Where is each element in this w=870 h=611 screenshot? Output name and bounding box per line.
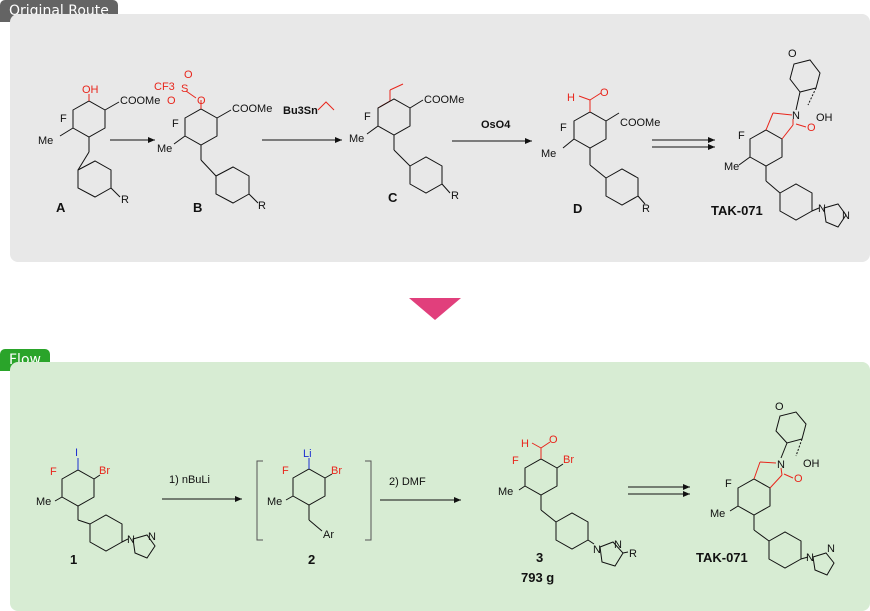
b-oxo-2: O (167, 95, 176, 107)
bracket-right (365, 460, 372, 541)
c2-aryl: Ar (323, 529, 334, 541)
tak-top-ring-o: O (788, 48, 797, 60)
b-ether-o: O (197, 95, 206, 107)
tak-top-oh: OH (816, 112, 833, 124)
c2-methyl: Me (267, 496, 282, 508)
vinyl-reagent (317, 101, 335, 111)
c-ester: COOMe (424, 94, 464, 106)
c-r-group: R (451, 190, 459, 202)
tak-top-fluoro: F (738, 130, 745, 142)
tak-bottom-oh: OH (803, 458, 820, 470)
c3-fluoro: F (512, 455, 519, 467)
compound-a (59, 94, 121, 198)
a-ester: COOMe (120, 95, 160, 107)
c2-bromo: Br (331, 465, 342, 477)
tak-top-methyl: Me (724, 161, 739, 173)
reagent-stannane: Bu3Sn (283, 105, 318, 117)
a-hydroxy: OH (82, 84, 99, 96)
d-aldehyde-h: H (567, 92, 575, 104)
tak-top-lactam-o: O (807, 122, 816, 134)
compound-2 (285, 458, 333, 532)
d-ester: COOMe (620, 117, 660, 129)
c3-aldehyde-o: O (549, 434, 558, 446)
c1-pyrazole-n1: N (127, 534, 135, 546)
flow-panel (10, 362, 870, 611)
tak-top-n: N (792, 110, 800, 122)
label-3: 3 (536, 550, 543, 565)
c3-r-group: R (629, 548, 637, 560)
b-r-group: R (258, 200, 266, 212)
d-r-group: R (642, 203, 650, 215)
c2-fluoro: F (282, 465, 289, 477)
c-methyl: Me (349, 133, 364, 145)
b-ester: COOMe (232, 103, 272, 115)
d-aldehyde-o: O (600, 87, 609, 99)
b-sulfur: S (181, 83, 188, 95)
label-1: 1 (70, 552, 77, 567)
tak-top-pyrazole-n2: N (842, 210, 850, 222)
compound-c (366, 83, 451, 194)
tak-bottom-ring-o: O (775, 401, 784, 413)
label-2: 2 (308, 552, 315, 567)
c3-bromo: Br (563, 454, 574, 466)
tak-071-bottom (729, 411, 835, 576)
tak-bottom-fluoro: F (725, 478, 732, 490)
c3-pyrazole-n1: N (593, 544, 601, 556)
c3-methyl: Me (498, 486, 513, 498)
b-oxo-1: O (184, 69, 193, 81)
label-d: D (573, 201, 582, 216)
label-c: C (388, 190, 398, 205)
b-cf3: CF3 (154, 81, 175, 93)
compound-d (562, 92, 646, 206)
step-1-nbuli: 1) nBuLi (169, 474, 210, 486)
bracket-left (256, 460, 263, 541)
tak-bottom-pyrazole-n1: N (806, 552, 814, 564)
compound-1 (54, 458, 156, 559)
b-methyl: Me (157, 143, 172, 155)
d-methyl: Me (541, 148, 556, 160)
c1-bromo: Br (99, 465, 110, 477)
tak-bottom-pyrazole-n2: N (827, 543, 835, 555)
tak-top-pyrazole-n1: N (818, 203, 826, 215)
label-a: A (56, 200, 66, 215)
c-fluoro: F (364, 111, 371, 123)
tak-bottom-methyl: Me (710, 508, 725, 520)
yield-793g: 793 g (521, 570, 554, 585)
a-r-group: R (121, 194, 129, 206)
down-arrow-icon (409, 298, 461, 320)
label-b: B (193, 200, 202, 215)
label-tak-071-bottom: TAK-071 (696, 550, 748, 565)
c3-pyrazole-n2: N (614, 539, 622, 551)
label-tak-071-top: TAK-071 (711, 203, 763, 218)
tak-bottom-lactam-o: O (794, 473, 803, 485)
compound-b (173, 90, 259, 204)
a-fluoro: F (60, 113, 67, 125)
c1-methyl: Me (36, 496, 51, 508)
b-fluoro: F (172, 118, 179, 130)
c1-fluoro: F (50, 466, 57, 478)
c3-aldehyde-h: H (521, 438, 529, 450)
c2-lithium: Li (303, 448, 312, 460)
d-fluoro: F (560, 122, 567, 134)
a-methyl: Me (38, 135, 53, 147)
tak-071-top (738, 59, 847, 228)
c1-pyrazole-n2: N (148, 531, 156, 543)
c1-iodo: I (75, 447, 78, 459)
compound-3 (518, 441, 629, 567)
reagent-oso4: OsO4 (481, 119, 511, 131)
tak-bottom-n: N (777, 459, 785, 471)
step-2-dmf: 2) DMF (389, 476, 426, 488)
